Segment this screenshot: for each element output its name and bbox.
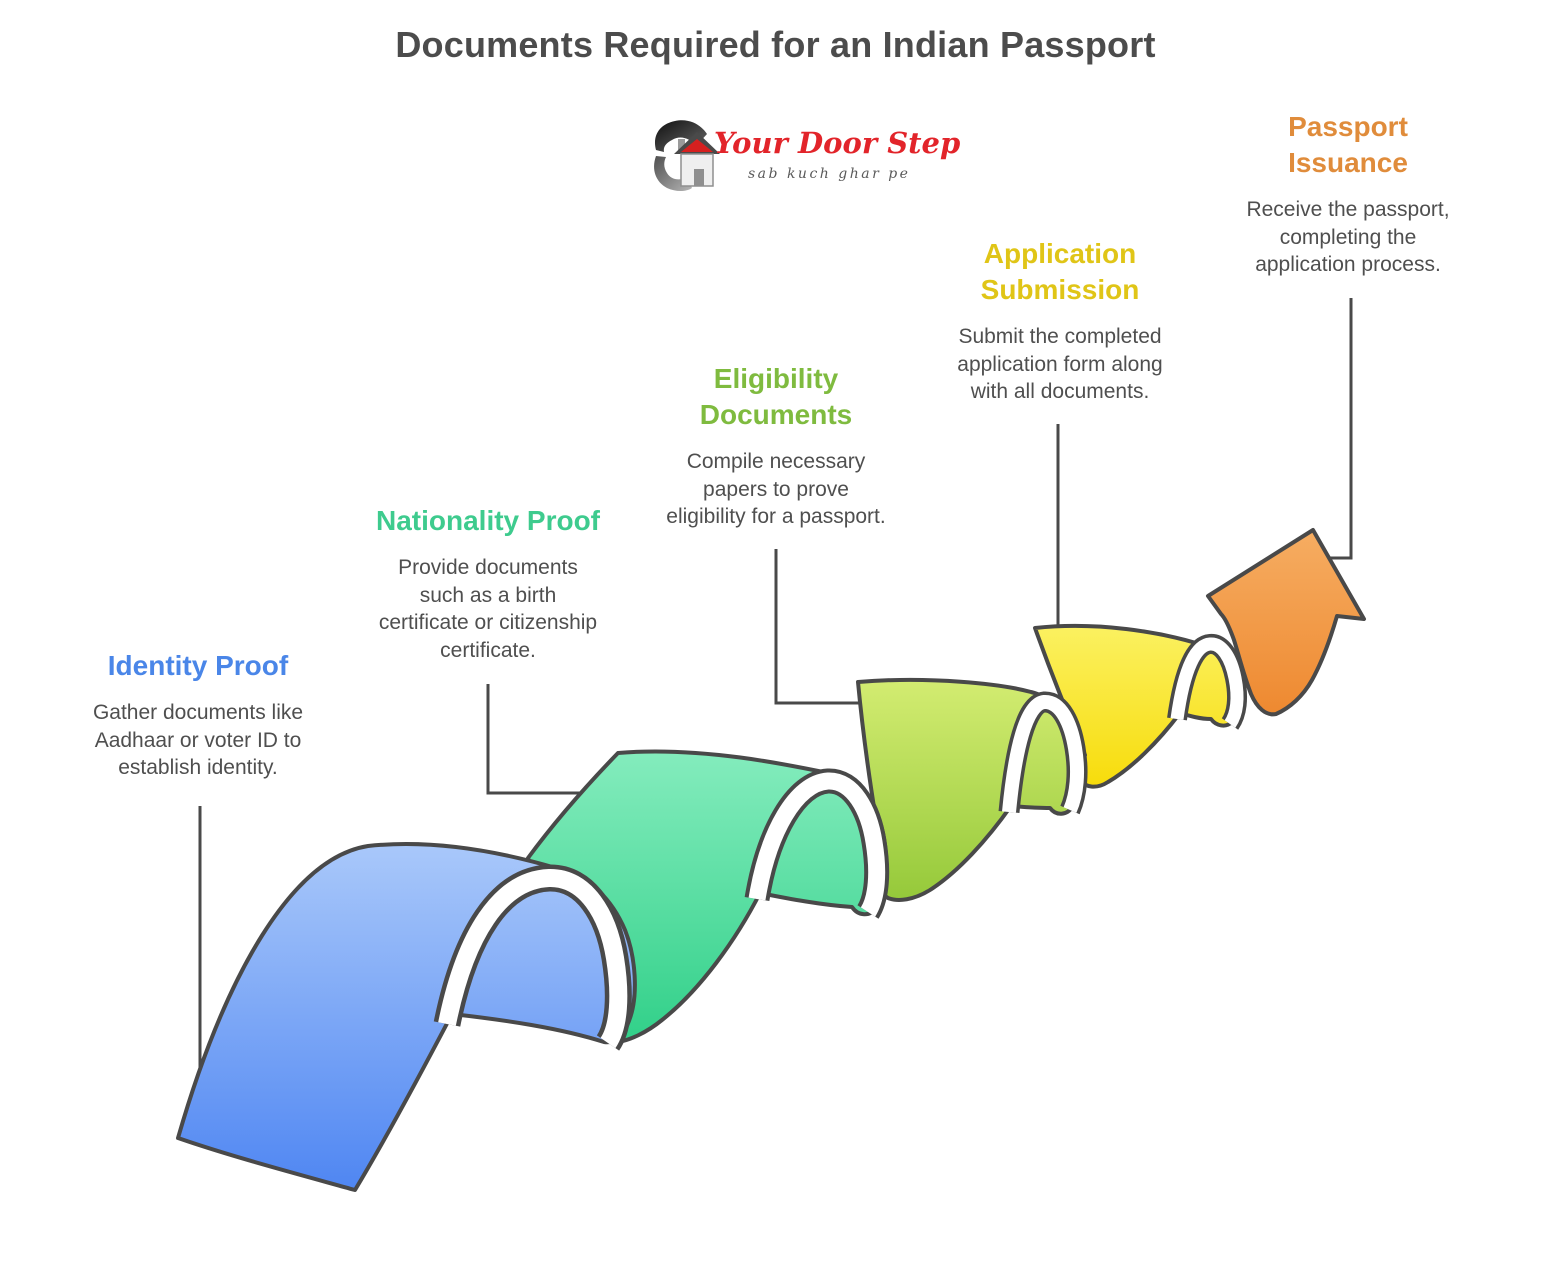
step-description: Provide documents such as a birth certif… <box>348 554 628 664</box>
step-description-line: Gather documents like <box>92 701 304 724</box>
step-description-line: certificate or citizenship <box>378 611 598 634</box>
step-description: Gather documents like Aadhaar or voter I… <box>58 699 338 782</box>
step-description-line: eligibility for a passport. <box>666 505 886 528</box>
step-description-line: Receive the passport, <box>1246 198 1450 221</box>
ribbon-identity-proof <box>176 842 637 1192</box>
step-heading-line: Identity Proof <box>107 650 289 681</box>
page-title: Documents Required for an Indian Passpor… <box>395 24 1156 65</box>
step-description-line: with all documents. <box>970 380 1150 403</box>
step-description-line: completing the <box>1279 225 1417 249</box>
step-identity-proof: Identity Proof Gather documents like Aad… <box>58 648 338 782</box>
logo-wordmark: Your Door Step <box>714 126 961 160</box>
ribbon-gap-application-submission <box>1167 634 1248 730</box>
step-eligibility-documents: Eligibility Documents Compile necessary … <box>646 361 906 531</box>
logo-house-icon <box>654 120 720 191</box>
step-description: Receive the passport, completing the app… <box>1228 196 1468 279</box>
logo-tagline: sab kuch ghar pe <box>748 166 911 182</box>
step-description-line: establish identity. <box>118 756 278 779</box>
step-description-line: papers to prove <box>703 477 849 501</box>
logo-roof-red <box>681 139 713 152</box>
logo-chimney <box>678 139 685 153</box>
step-description-line: application process. <box>1255 253 1441 276</box>
step-description: Compile necessary papers to prove eligib… <box>646 448 906 531</box>
step-heading-line: Documents <box>699 399 853 430</box>
step-description-line: Aadhaar or voter ID to <box>94 728 302 752</box>
step-heading-line: Submission <box>980 274 1140 305</box>
step-heading-line: Passport <box>1288 111 1408 142</box>
step-description-line: application form along <box>957 352 1163 376</box>
ribbon-eligibility-documents <box>856 677 1082 902</box>
step-description-line: such as a birth <box>419 583 557 607</box>
ribbon-gap-nationality-proof <box>744 768 890 919</box>
step-heading: Identity Proof <box>58 648 338 684</box>
ribbon-arrow-passport-issuance <box>1206 528 1366 717</box>
step-description-line: Submit the completed <box>958 325 1162 348</box>
step-heading: Passport Issuance <box>1228 109 1468 181</box>
step-heading: Nationality Proof <box>348 503 628 539</box>
connector-eligibility-documents <box>774 549 870 705</box>
step-heading-line: Eligibility <box>713 363 839 394</box>
step-heading: Application Submission <box>930 236 1190 308</box>
step-description-line: Provide documents <box>398 556 578 579</box>
connector-passport-issuance <box>1327 298 1353 560</box>
step-nationality-proof: Nationality Proof Provide documents such… <box>348 503 628 664</box>
step-heading-line: Issuance <box>1288 147 1408 178</box>
step-passport-issuance: Passport Issuance Receive the passport, … <box>1228 109 1468 279</box>
step-description-line: certificate. <box>440 638 536 662</box>
step-heading-line: Application <box>983 238 1137 269</box>
logo-door <box>694 169 704 186</box>
ribbon-gap-eligibility-documents <box>998 691 1088 815</box>
step-application-submission: Application Submission Submit the comple… <box>930 236 1190 406</box>
ribbon-gap-identity-proof <box>433 864 632 1051</box>
step-description: Submit the completed application form al… <box>930 323 1190 406</box>
step-heading-line: Nationality Proof <box>375 505 600 536</box>
step-description-line: Compile necessary <box>686 450 866 473</box>
step-heading: Eligibility Documents <box>646 361 906 433</box>
logo-swoosh-top <box>654 120 707 152</box>
connector-nationality-proof <box>486 684 584 795</box>
